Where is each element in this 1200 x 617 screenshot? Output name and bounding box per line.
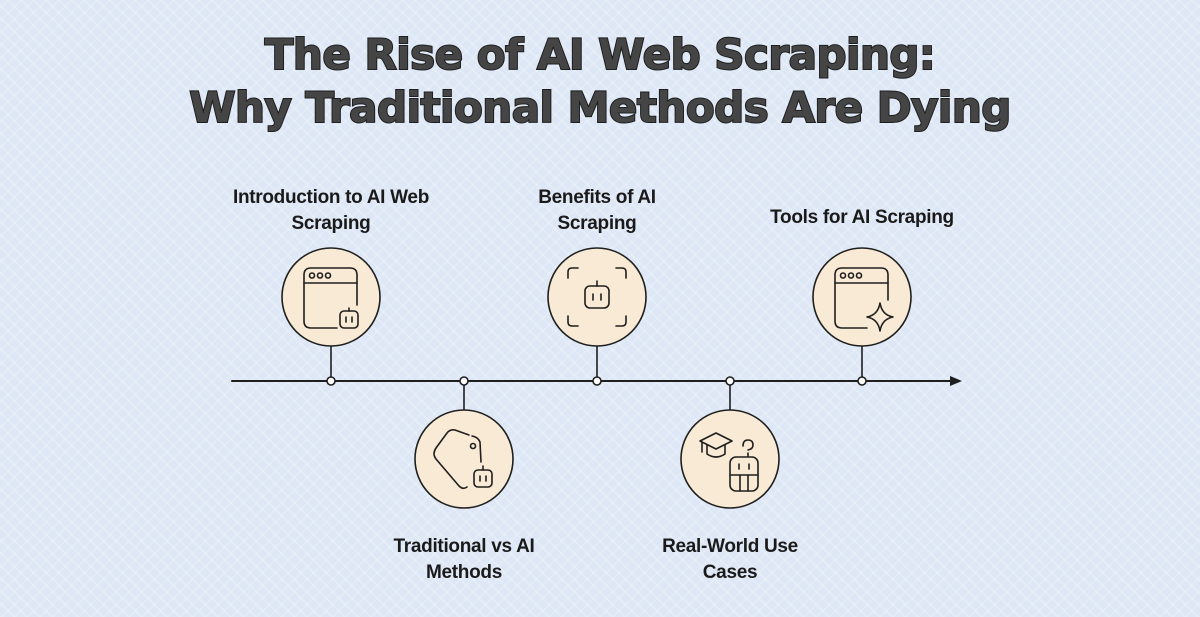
title-line-2: Why Traditional Methods Are Dying — [188, 82, 1012, 133]
timeline-node-1 — [326, 376, 336, 386]
browser-window-sparkle-icon — [812, 247, 912, 347]
price-tag-robot-icon — [414, 409, 514, 509]
label-intro-ai-web-scraping: Introduction to AI Web Scraping — [232, 187, 430, 234]
title-line-1: The Rise of AI Web Scraping: — [264, 29, 937, 80]
timeline-node-3 — [592, 376, 602, 386]
label-benefits-ai-scraping: Benefits of AI Scraping — [538, 187, 656, 234]
timeline-node-2 — [459, 376, 469, 386]
graduation-cap-robot-icon — [680, 409, 780, 509]
browser-window-robot-icon — [281, 247, 381, 347]
label-tools-ai-scraping: Tools for AI Scraping — [770, 207, 954, 228]
robot-focus-frame-icon — [547, 247, 647, 347]
page-title: The Rise of AI Web Scraping: Why Traditi… — [0, 28, 1200, 134]
label-real-world-use-cases: Real-World Use Cases — [662, 536, 798, 583]
timeline-node-4 — [725, 376, 735, 386]
timeline-arrowhead — [950, 376, 962, 386]
timeline-node-5 — [857, 376, 867, 386]
label-traditional-vs-ai: Traditional vs AI Methods — [393, 536, 535, 583]
